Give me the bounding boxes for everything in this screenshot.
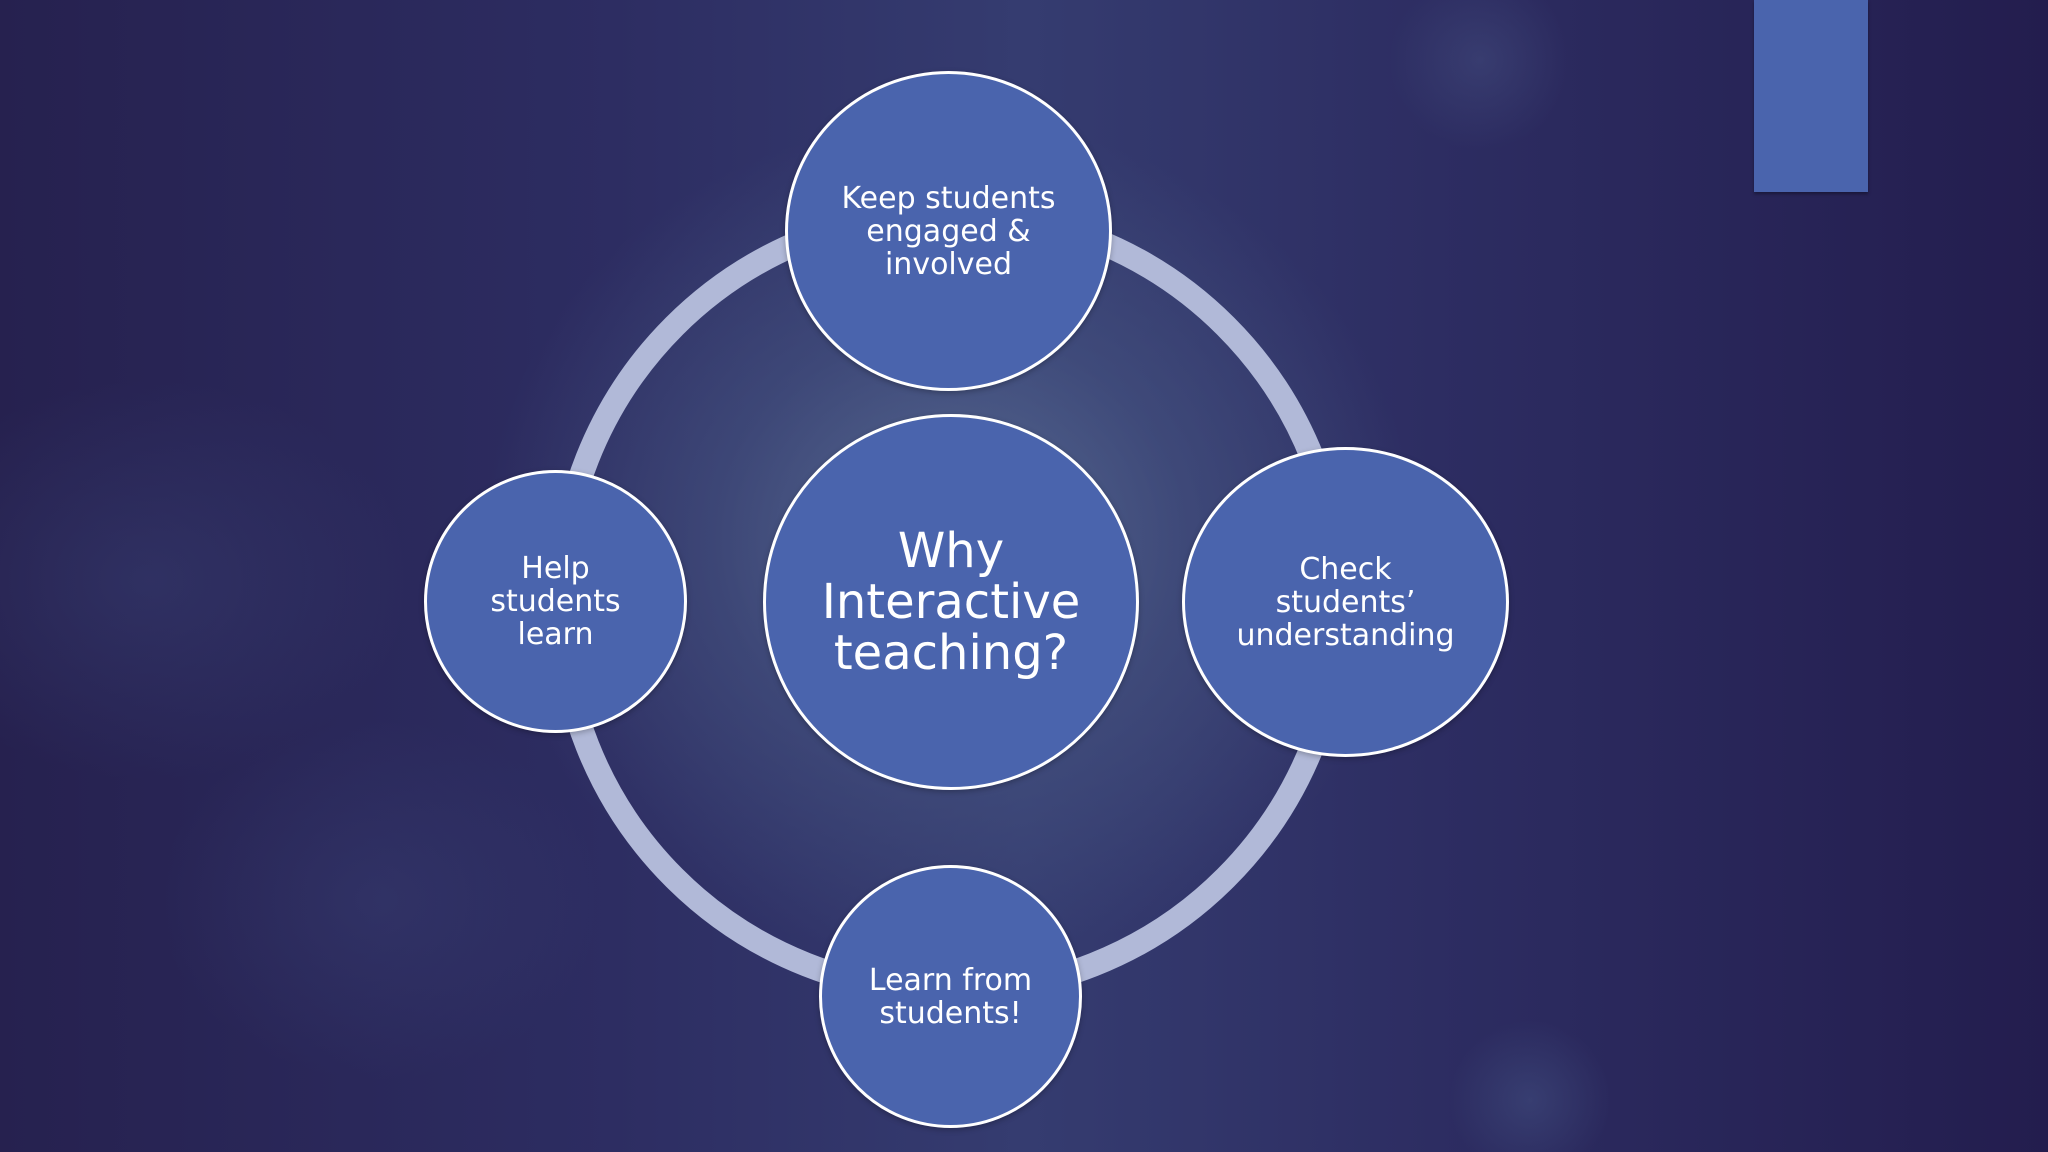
cycle-node-engaged: Keep students engaged & involved <box>785 71 1112 391</box>
corner-accent-bar <box>1754 0 1868 192</box>
cycle-node-check-understanding: Check students’ understanding <box>1182 447 1509 757</box>
cycle-node-learn-from-students: Learn from students! <box>819 865 1082 1128</box>
cycle-node-help-learn: Help students learn <box>424 470 687 733</box>
cycle-node-check-understanding-label: Check students’ understanding <box>1236 551 1455 653</box>
center-node-label: Why Interactive teaching? <box>821 522 1081 681</box>
cycle-node-help-learn-label: Help students learn <box>490 551 621 652</box>
center-node: Why Interactive teaching? <box>763 414 1139 790</box>
cycle-node-learn-from-students-label: Learn from students! <box>868 962 1033 1031</box>
cycle-node-engaged-label: Keep students engaged & involved <box>841 180 1056 282</box>
